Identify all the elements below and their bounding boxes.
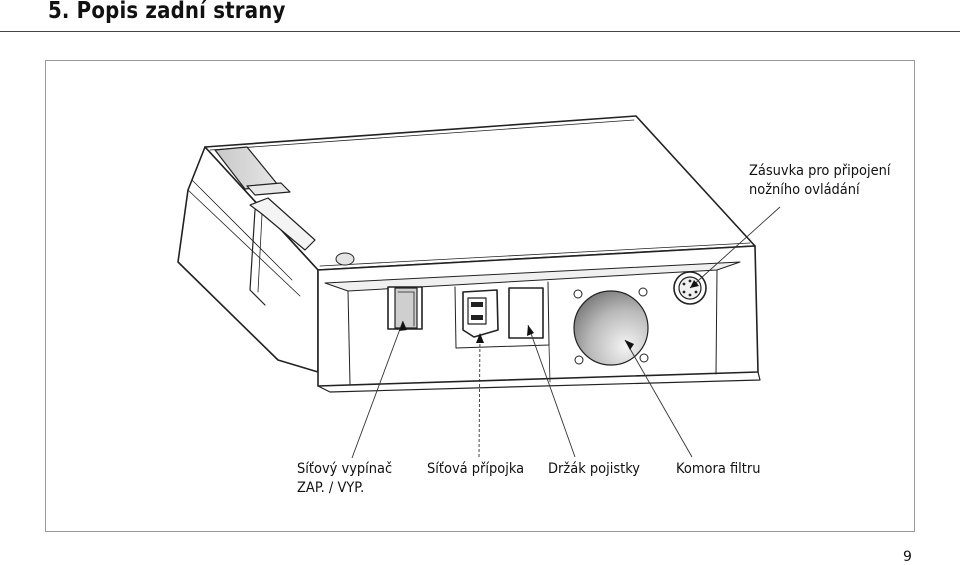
leader-filter-chamber [624,339,693,458]
label-power-switch-line2: ZAP. / VYP. [297,480,365,496]
label-foot-socket-line1: Zásuvka pro připojení [749,163,891,179]
leader-power-switch [351,320,404,459]
page-number: 9 [903,549,912,565]
label-power-switch-line1: Síťový vypínač [297,461,393,477]
label-fuse-holder: Držák pojistky [548,461,641,477]
leader-foot-socket [689,206,781,289]
section-heading: 5. Popis zadní strany [48,0,286,24]
label-filter-chamber: Komora filtru [676,461,761,477]
label-power-socket: Síťová přípojka [427,461,525,477]
label-foot-socket-line2: nožního ovládání [749,182,860,198]
leader-power-socket [478,332,481,458]
heading-rule [0,31,960,32]
leader-fuse-holder [527,324,576,458]
figure-frame [45,60,915,532]
